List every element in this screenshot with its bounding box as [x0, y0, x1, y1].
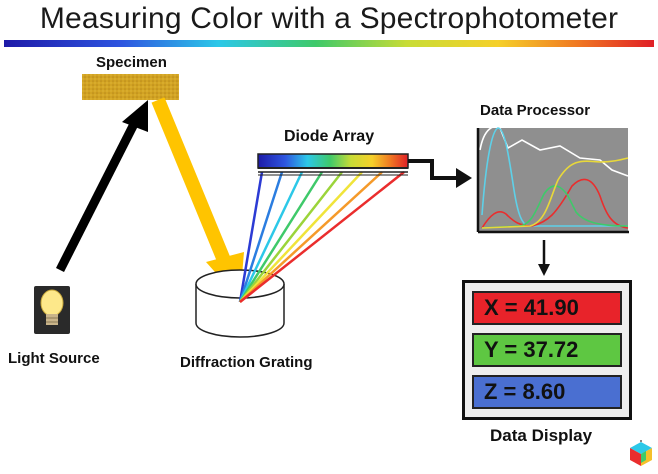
light-bulb-icon	[34, 286, 70, 334]
diffraction-grating-label: Diffraction Grating	[180, 354, 313, 371]
diode-array	[257, 153, 409, 176]
color-cube-logo-icon	[630, 440, 652, 466]
light-source-label: Light Source	[8, 350, 100, 367]
specimen-sample	[82, 74, 179, 100]
z-readout: Z = 8.60	[472, 375, 622, 409]
title-rainbow-bar	[4, 40, 654, 47]
processor-to-display-arrowhead	[538, 264, 550, 276]
x-readout: X = 41.90	[472, 291, 622, 325]
connector-arrowhead	[456, 168, 472, 188]
diode-array-label: Diode Array	[284, 128, 375, 145]
spectrum-rays	[238, 171, 405, 303]
data-processor-plot	[476, 125, 629, 234]
data-processor-label: Data Processor	[480, 102, 591, 119]
y-readout: Y = 37.72	[472, 333, 622, 367]
diffraction-grating	[195, 269, 285, 338]
array-to-processor-connector	[408, 159, 458, 180]
data-display-panel: X = 41.90 Y = 37.72 Z = 8.60	[462, 280, 632, 420]
incident-beam	[55, 119, 140, 273]
specimen-label: Specimen	[96, 54, 167, 71]
reflected-beam	[151, 97, 235, 273]
incident-beam-arrowhead	[122, 100, 148, 132]
data-display-label: Data Display	[490, 426, 593, 445]
page-title: Measuring Color with a Spectrophotometer	[39, 2, 619, 35]
